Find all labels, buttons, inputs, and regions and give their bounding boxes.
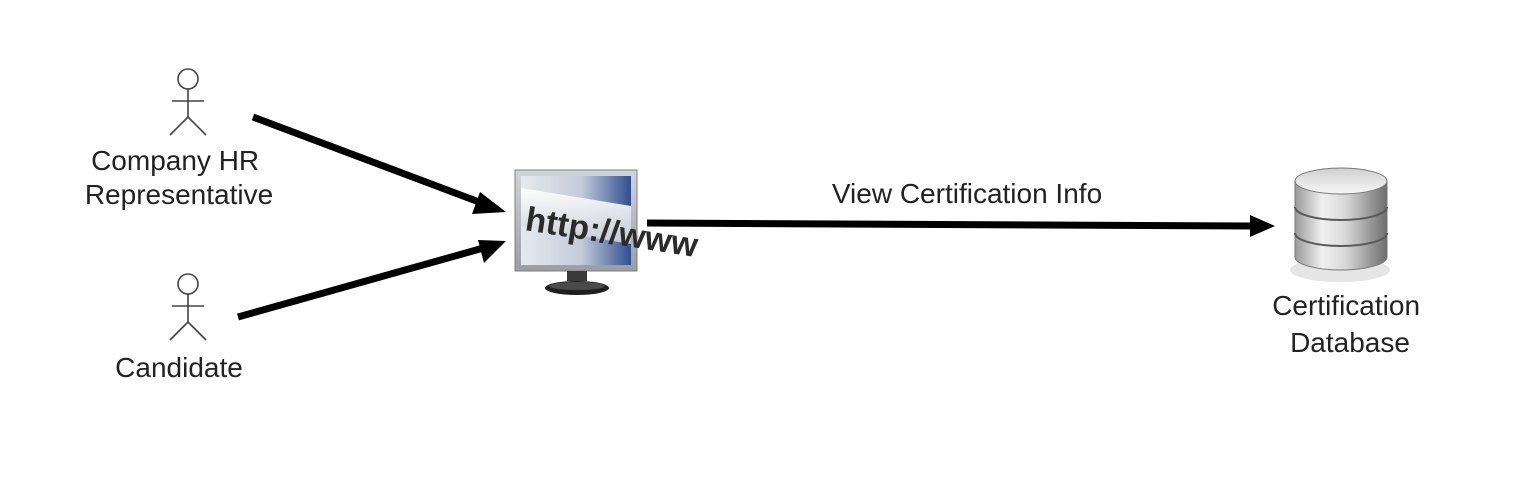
database-label-line: Database <box>1290 327 1410 358</box>
stick-figure-icon <box>169 273 207 341</box>
web-browser-monitor-icon: http://www <box>514 169 701 295</box>
database-label: Certification Database <box>1272 290 1428 358</box>
stick-figure-icon <box>169 68 207 136</box>
arrow-web-to-database: View Certification Info <box>646 178 1275 237</box>
actor-label: Company HR Representative <box>85 145 273 210</box>
actor-candidate: Candidate <box>115 273 243 383</box>
database-icon: Certification Database <box>1272 167 1428 358</box>
actor-label: Candidate <box>115 352 243 383</box>
actor-hr: Company HR Representative <box>85 68 273 210</box>
actor-label-line: Representative <box>85 179 273 210</box>
arrow-hr-to-web <box>251 113 506 214</box>
flow-label: View Certification Info <box>832 178 1102 209</box>
arrow-candidate-to-web <box>237 240 506 321</box>
actor-label-line: Company HR <box>91 145 259 176</box>
database-label-line: Certification <box>1272 290 1420 321</box>
